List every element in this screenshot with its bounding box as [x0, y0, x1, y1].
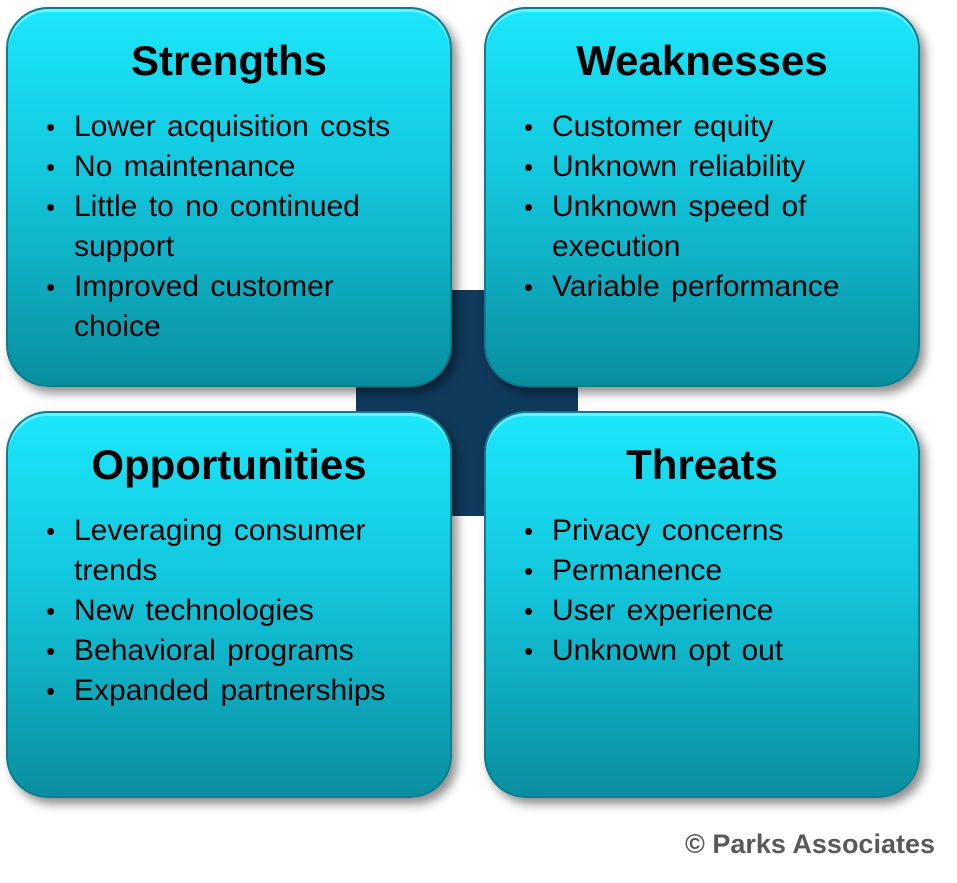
list-item: Variable performance [520, 267, 896, 307]
weaknesses-list: Customer equity Unknown reliability Unkn… [520, 107, 896, 307]
list-item: Lower acquisition costs [42, 107, 428, 147]
list-item: User experience [520, 591, 896, 631]
list-item: Expanded partnerships [42, 671, 428, 711]
list-item: New technologies [42, 591, 428, 631]
list-item: Permanence [520, 551, 896, 591]
copyright-notice: © Parks Associates [684, 829, 935, 859]
list-item: Behavioral programs [42, 631, 428, 671]
strengths-title: Strengths [130, 37, 327, 84]
list-item: Privacy concerns [520, 511, 896, 551]
strengths-quadrant: Strengths Lower acquisition costs No mai… [6, 7, 452, 387]
opportunities-quadrant: Opportunities Leveraging consumer trends… [6, 411, 452, 798]
list-item: Unknown opt out [520, 631, 896, 671]
list-item: Unknown reliability [520, 147, 896, 187]
list-item: Little to no continued support [42, 187, 428, 267]
threats-quadrant: Threats Privacy concerns Permanence User… [484, 411, 920, 798]
strengths-list: Lower acquisition costs No maintenance L… [42, 107, 428, 347]
list-item: Improved customer choice [42, 267, 428, 347]
list-item: Customer equity [520, 107, 896, 147]
opportunities-list: Leveraging consumer trends New technolog… [42, 511, 428, 711]
list-item: No maintenance [42, 147, 428, 187]
weaknesses-title: Weaknesses [576, 37, 828, 84]
weaknesses-quadrant: Weaknesses Customer equity Unknown relia… [484, 7, 920, 387]
opportunities-title: Opportunities [91, 441, 367, 488]
threats-list: Privacy concerns Permanence User experie… [520, 511, 896, 671]
threats-title: Threats [626, 441, 778, 488]
list-item: Unknown speed of execution [520, 187, 896, 267]
list-item: Leveraging consumer trends [42, 511, 428, 591]
